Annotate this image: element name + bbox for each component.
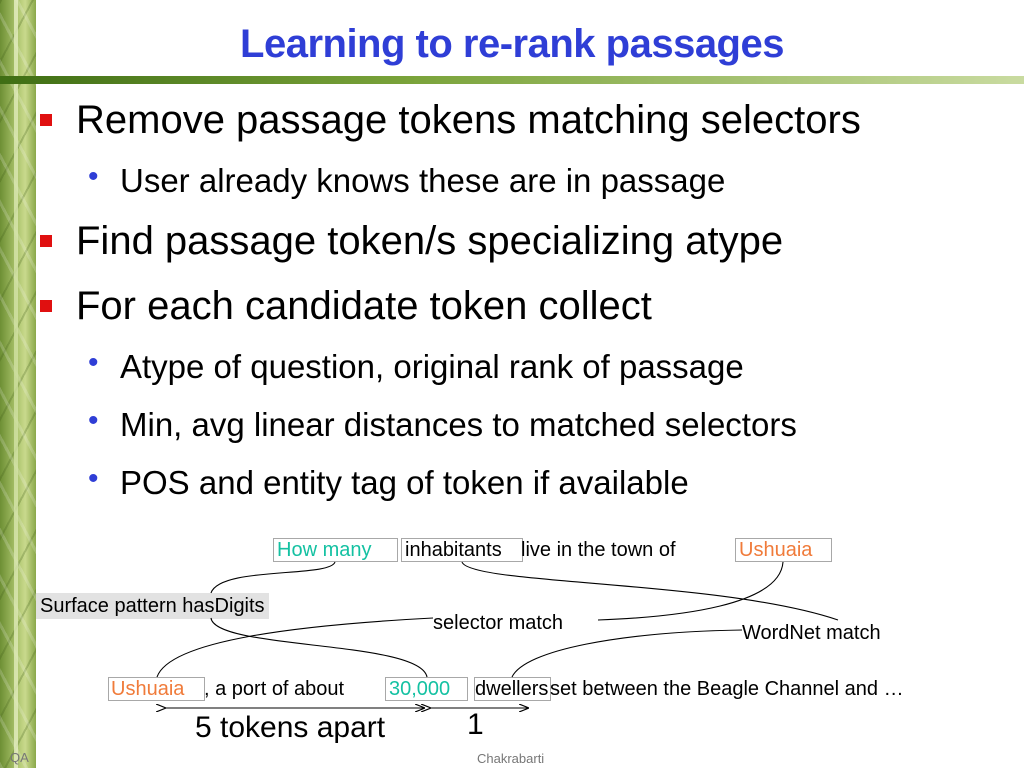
bullet-square-icon xyxy=(40,235,52,247)
sub-bullet-3-3: POS and entity tag of token if available xyxy=(120,464,689,501)
inhabitants-wordnet-curve xyxy=(461,561,839,621)
leaf-decoration xyxy=(0,0,36,768)
bullet-2-text: Find passage token/s specializing atype xyxy=(76,219,784,263)
sub-bullet-dot-icon: • xyxy=(88,462,99,495)
passage-rest-text: set between the Beagle Channel and … xyxy=(550,678,904,700)
wordnet-dwellers-curve xyxy=(511,629,743,678)
bullet-square-icon xyxy=(40,114,52,126)
surface-number-curve xyxy=(210,617,428,678)
ushuaia-selector-curve xyxy=(597,561,784,621)
footer-center: Chakrabarti xyxy=(477,751,545,766)
five-tokens-apart-label: 5 tokens apart xyxy=(195,711,386,744)
dwellers-box xyxy=(474,677,551,701)
sub-bullet-1-1: User already knows these are in passage xyxy=(120,162,726,199)
selector-match-label: selector match xyxy=(433,612,564,634)
question-how-many: How many xyxy=(277,539,372,561)
wordnet-match-label: WordNet match xyxy=(742,622,881,644)
selector-ushuaia-curve xyxy=(156,617,434,678)
slide-title: Learning to re-rank passages xyxy=(240,22,784,66)
sub-bullet-3-1: Atype of question, original rank of pass… xyxy=(120,348,744,385)
sub-bullet-dot-icon: • xyxy=(88,160,99,193)
bullet-square-icon xyxy=(40,300,52,312)
sub-bullet-dot-icon: • xyxy=(88,404,99,437)
passage-dwellers: dwellers xyxy=(475,678,549,700)
question-middle-text: live in the town of xyxy=(521,539,676,561)
sub-bullet-dot-icon: • xyxy=(88,346,99,379)
question-ushuaia: Ushuaia xyxy=(739,539,813,561)
how-many-box xyxy=(273,538,398,562)
question-ushuaia-box xyxy=(735,538,832,562)
surface-pattern-label: Surface pattern hasDigits xyxy=(36,593,269,619)
one-token-label: 1 xyxy=(467,708,484,741)
number-box xyxy=(385,677,468,701)
passage-number: 30,000 xyxy=(389,678,451,700)
inhabitants-box xyxy=(401,538,523,562)
title-underline xyxy=(0,76,1024,84)
footer-left: QA xyxy=(10,750,29,765)
howmany-surface-curve xyxy=(210,561,336,594)
bullet-1-text: Remove passage tokens matching selectors xyxy=(76,98,861,142)
passage-ushuaia: Ushuaia xyxy=(111,678,185,700)
bullet-3-text: For each candidate token collect xyxy=(76,284,652,328)
sub-bullet-3-2: Min, avg linear distances to matched sel… xyxy=(120,406,797,443)
question-inhabitants: inhabitants xyxy=(405,539,502,561)
passage-middle-text: , a port of about xyxy=(204,678,345,700)
passage-ushuaia-box xyxy=(108,677,205,701)
